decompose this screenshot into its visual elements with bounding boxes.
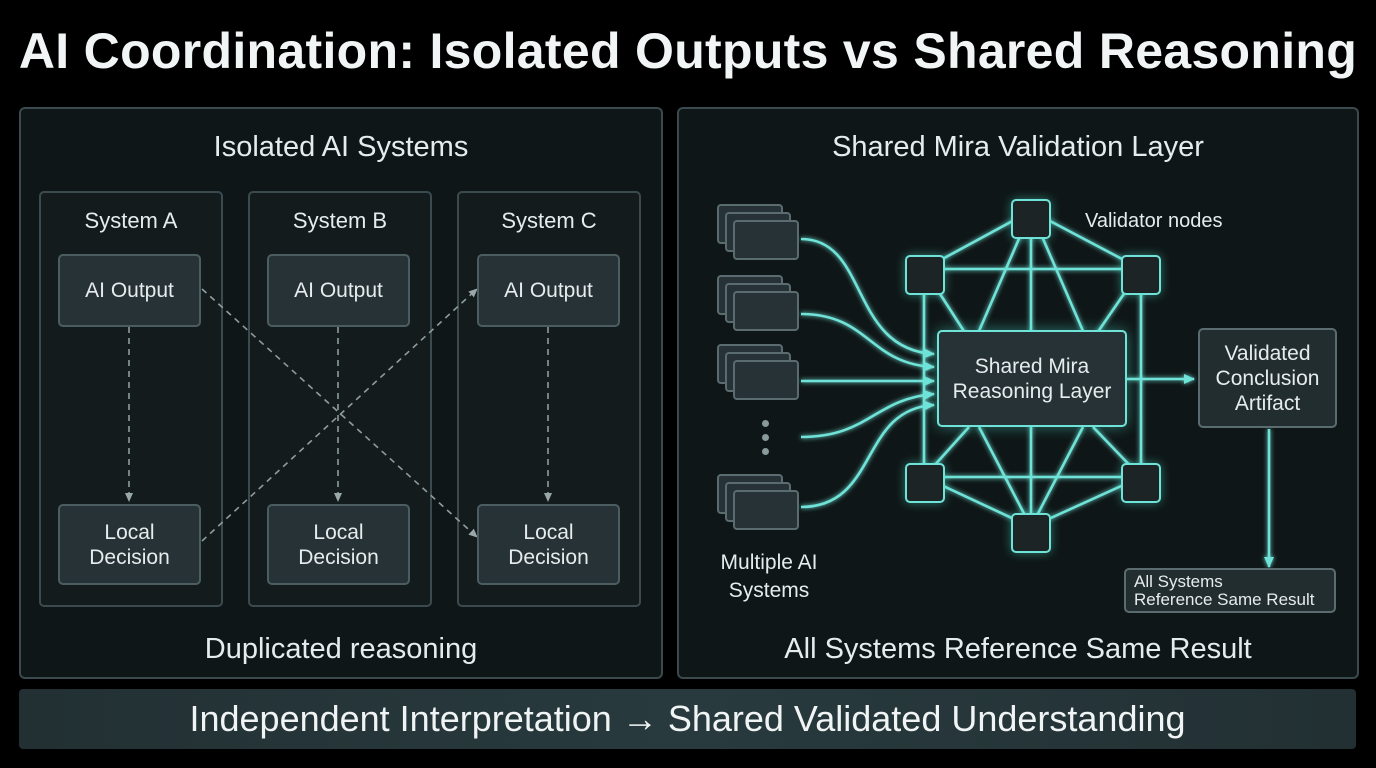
input-curve-1 [800,237,935,359]
system-b-output: AI Output [267,254,410,327]
system-c-output: AI Output [477,254,620,327]
ellipsis-dot [762,434,769,441]
isolated-connectors [125,288,552,542]
system-a-output: AI Output [58,254,201,327]
arrow-cross-down [201,288,478,538]
page-title: AI Coordination: Isolated Outputs vs Sha… [18,23,1358,79]
system-b-decision: Local Decision [267,504,410,585]
ellipsis-dot [762,420,769,427]
mesh-edge [977,426,1033,528]
shared-reasoning-layer: Shared Mira Reasoning Layer [937,330,1127,427]
ellipsis-dot [762,448,769,455]
same-result-box: All Systems Reference Same Result [1124,568,1336,613]
shared-panel-heading: Shared Mira Validation Layer [832,131,1204,163]
validator-node [1011,513,1051,553]
validator-node [1121,463,1161,503]
mesh-edge [1029,426,1085,528]
system-a-decision: Local Decision [58,504,201,585]
validator-node [1011,199,1051,239]
validator-node [905,255,945,295]
system-b-title: System B [292,208,388,233]
summary-banner: Independent Interpretation → Shared Vali… [19,689,1356,749]
input-curve-5 [800,400,935,509]
input-curve-4 [800,389,935,439]
sources-label: Multiple AI Systems [720,551,818,602]
validator-node [905,463,945,503]
shared-validation-panel: Shared Mira Validation Layer [677,107,1359,679]
validator-nodes-label: Validator nodes [1085,210,1223,232]
isolated-panel-footer: Duplicated reasoning [204,633,478,665]
isolated-systems-panel: Isolated AI Systems System A System B Sy… [19,107,663,679]
system-c-decision: Local Decision [477,504,620,585]
arrow-cross-up [201,288,478,542]
validator-node [1121,255,1161,295]
system-c-title: System C [501,208,597,233]
validated-artifact-box: Validated Conclusion Artifact [1198,328,1337,428]
shared-panel-footer: All Systems Reference Same Result [784,633,1252,665]
input-curve-2 [800,312,935,372]
system-a-title: System A [84,208,178,233]
isolated-panel-heading: Isolated AI Systems [213,131,469,163]
